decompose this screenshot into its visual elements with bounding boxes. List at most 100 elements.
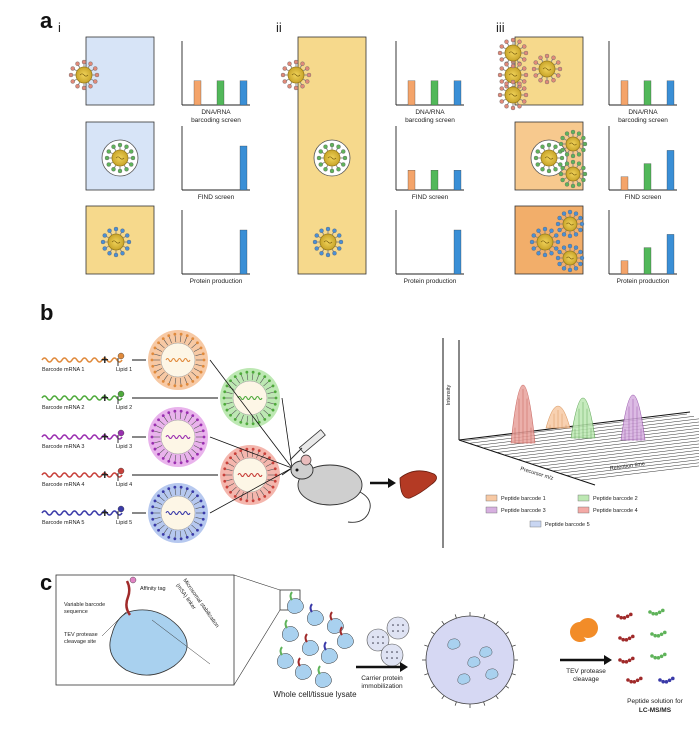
trace xyxy=(552,453,699,472)
lnp-lipid xyxy=(163,451,169,458)
lysate-protein xyxy=(302,640,319,656)
lnp-lipid-head xyxy=(151,364,155,368)
lnp-lipid xyxy=(193,521,201,525)
tev-step-label: cleavage xyxy=(573,676,599,683)
lnp-lipid xyxy=(195,506,203,509)
lnp-lipid xyxy=(259,489,265,496)
lnp-lipid xyxy=(256,374,260,382)
bound-protein xyxy=(457,673,471,685)
axis-label-intensity: Intensity xyxy=(446,385,452,406)
lnp-lipid xyxy=(153,430,161,433)
lnp-lipid-head xyxy=(263,452,267,456)
lnp-lipid-head xyxy=(268,490,271,494)
bead-dot xyxy=(382,642,384,644)
sphere-spike xyxy=(441,620,445,625)
lnp-lipid-head xyxy=(268,379,271,383)
lnp-lipid-head xyxy=(167,411,171,415)
lnp-lipid-head xyxy=(245,499,249,503)
lnp-lipid-head xyxy=(268,413,271,417)
trace xyxy=(496,428,699,453)
lnp-lipid-head xyxy=(167,535,171,539)
sphere-spike xyxy=(511,673,516,676)
peptide-fragment xyxy=(625,614,630,619)
mrna-strand xyxy=(41,434,123,440)
sphere-spike xyxy=(454,701,457,706)
convergence-line xyxy=(281,397,293,469)
lnp-lipid xyxy=(187,374,193,381)
lnp-lipid-head xyxy=(153,499,157,503)
lnp-lipid-head xyxy=(225,408,229,412)
lnp-lipid xyxy=(235,454,241,461)
lnp-lipid xyxy=(246,373,249,381)
legend-entry: Peptide barcode 2 xyxy=(593,496,638,502)
bar xyxy=(430,80,439,106)
lipid-head xyxy=(117,390,125,398)
lipid-head xyxy=(117,352,125,360)
legend-swatch xyxy=(529,520,542,528)
chart-label: FIND screen xyxy=(198,194,235,201)
lnp-lipid-head xyxy=(239,497,243,501)
affinity-tag xyxy=(129,576,137,584)
lnp-lipid-head xyxy=(202,435,206,439)
barcode-peptide xyxy=(329,611,333,621)
lnp-lipid xyxy=(179,335,182,343)
lnp-lipid xyxy=(179,530,182,538)
arrow-head xyxy=(388,478,396,488)
lnp-lipid-head xyxy=(191,337,195,341)
lnp-lipid xyxy=(195,430,203,433)
bar xyxy=(643,163,652,191)
lnp-lipid xyxy=(179,488,182,496)
carrier-bead xyxy=(380,643,404,667)
carrier-label: Carrier protein xyxy=(361,675,403,682)
lnp-lipid-head xyxy=(271,461,275,465)
lnp-lipid xyxy=(240,414,244,422)
lnp-lipid-head xyxy=(151,352,155,356)
axis-label-mz: Precursor m/z xyxy=(519,466,554,482)
lnp-lipid-head xyxy=(233,375,237,379)
lnp-lipid xyxy=(265,483,273,487)
lnp-lipid xyxy=(195,364,203,367)
sphere-spike xyxy=(495,620,499,625)
lnp-lipid-head xyxy=(157,528,160,532)
legend-swatch xyxy=(485,506,498,514)
trace xyxy=(503,431,699,456)
lnp-lipid-head xyxy=(201,517,205,521)
peptide-fragment xyxy=(622,616,627,620)
trace xyxy=(510,434,699,458)
lnp-lipid-head xyxy=(161,490,165,494)
lnp-lipid-head xyxy=(273,467,277,471)
peptide-fragment xyxy=(654,612,659,616)
lnp-lipid xyxy=(195,441,203,444)
lnp-lipid-head xyxy=(223,390,227,394)
lnp-lipid xyxy=(195,517,203,520)
lnp-lipid-head xyxy=(191,490,195,494)
lnp-lipid xyxy=(184,529,188,537)
peptide-fragment xyxy=(651,611,655,616)
lnp-lipid xyxy=(267,468,275,471)
lnp-lipid-head xyxy=(167,459,171,463)
lnp-lipid xyxy=(155,368,163,372)
peptide-fragment xyxy=(663,652,667,657)
lnp-mrna xyxy=(165,510,191,516)
lnp-lipid-head xyxy=(191,379,195,383)
lnp-lipid-head xyxy=(245,370,249,374)
lnp-lipid-head xyxy=(151,505,155,509)
lnp-lipid-head xyxy=(239,420,243,424)
peptide-fragment xyxy=(624,638,629,642)
lnp-lipid xyxy=(256,414,260,422)
peptide-fragment xyxy=(667,678,672,683)
lnp-lipid xyxy=(240,451,244,459)
peptide-fragment xyxy=(659,632,664,637)
chart-label: DNA/RNA xyxy=(201,109,231,116)
bead-dot xyxy=(391,657,393,659)
bar xyxy=(216,80,225,106)
lnp-lipid xyxy=(159,343,165,349)
lnp-lipid xyxy=(267,479,275,482)
leader-line xyxy=(151,619,211,665)
convergence-line xyxy=(209,436,293,469)
lipid-head xyxy=(117,429,125,437)
lnp-lipid-head xyxy=(201,505,205,509)
lnp-lipid-head xyxy=(274,396,278,400)
lnp-lipid xyxy=(246,492,249,500)
chart-label: DNA/RNA xyxy=(415,109,445,116)
